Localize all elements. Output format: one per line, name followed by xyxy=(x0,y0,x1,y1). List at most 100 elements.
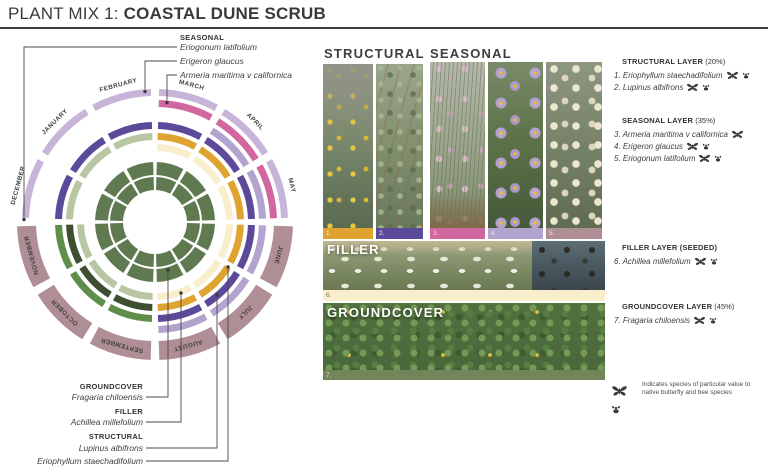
ring-erigeron xyxy=(246,225,266,275)
note-icons xyxy=(611,384,641,420)
connector-eriogonum xyxy=(23,46,177,217)
ring-lupinus xyxy=(203,137,240,174)
butterfly-icon xyxy=(699,155,711,163)
photo-4-number: 4. xyxy=(491,230,497,237)
photo-5 xyxy=(546,62,602,228)
photo-7-number: 7. xyxy=(326,372,332,379)
wheel-segment-january xyxy=(116,183,139,206)
legend-item-label: 7. Fragaria chiloensis xyxy=(614,316,691,325)
ring-eriogonum xyxy=(259,225,293,288)
wheel-segment-november xyxy=(95,223,114,251)
ring-armeria xyxy=(256,164,277,219)
label-armeria: Armeria maritima v californica xyxy=(179,70,292,80)
wheel-segment-september xyxy=(126,263,154,282)
month-arc-april xyxy=(221,108,269,156)
butterfly-icon xyxy=(686,143,698,151)
ring-erigeron xyxy=(158,313,208,333)
legend-group-structural: STRUCTURAL LAYER (20%)1. Eriophyllum sta… xyxy=(614,57,768,94)
ring-lupinus xyxy=(107,122,153,141)
bee-icon xyxy=(742,72,749,79)
ring-eriophyllum xyxy=(112,133,153,150)
legend-item-label: 2. Lupinus albifrons xyxy=(614,83,684,92)
ring-achillea xyxy=(77,224,93,259)
legend-item-7: 7. Fragaria chiloensis xyxy=(614,315,768,327)
wheel-segment-august xyxy=(155,250,177,267)
month-arc-december xyxy=(22,159,44,219)
ring-eriophyllum xyxy=(198,146,231,179)
photo-1-bar: 1. xyxy=(323,228,373,239)
gallery-header-filler: FILLER xyxy=(327,242,380,257)
connector-fragaria xyxy=(146,272,169,398)
connector-armeria xyxy=(166,74,177,100)
legend-item-3: 3. Armeria maritima v californica xyxy=(614,129,768,141)
species-legend: STRUCTURAL LAYER (20%)1. Eriophyllum sta… xyxy=(614,0,768,470)
legend-group-title: FILLER LAYER (SEEDED) xyxy=(622,243,718,252)
wheel-segment-february xyxy=(126,162,154,181)
photo-5-number: 5. xyxy=(549,230,555,237)
photo-7-bar: 7. xyxy=(323,370,605,380)
label-erigeron: Erigeron glaucus xyxy=(180,56,245,66)
wheel-segment-october xyxy=(116,238,139,261)
ring-achillea xyxy=(192,259,222,289)
month-arc-january xyxy=(41,108,89,156)
ring-eriophyllum xyxy=(112,294,153,311)
legend-group-title: SEASONAL LAYER (35%) xyxy=(622,116,716,125)
wheel-segment-november xyxy=(110,222,127,244)
ring-armeria xyxy=(215,118,259,162)
photo-3-bar: 3. xyxy=(430,228,485,239)
connector-erigeron xyxy=(144,60,177,89)
month-arc-march xyxy=(158,89,218,111)
ring-achillea xyxy=(118,284,153,300)
photo-2 xyxy=(376,64,423,228)
ring-eriogonum xyxy=(217,284,273,340)
photo-1 xyxy=(323,64,373,228)
legend-group-seasonal: SEASONAL LAYER (35%) 3. Armeria maritima … xyxy=(614,116,768,165)
photo-6-number: 6. xyxy=(326,292,332,299)
legend-item-2: 2. Lupinus albifrons xyxy=(614,82,768,94)
ring-eriophyllum xyxy=(157,294,198,311)
ring-lupinus xyxy=(203,270,240,307)
ring-eriophyllum xyxy=(198,265,231,298)
wheel-segment-april xyxy=(179,171,206,198)
photo-4 xyxy=(488,62,543,228)
month-arc-february xyxy=(92,89,152,111)
wheel-segment-september xyxy=(133,250,155,267)
wheel-segment-june xyxy=(183,222,200,244)
connector-eriophyllum xyxy=(146,269,229,462)
bee-icon xyxy=(715,155,722,162)
wheel-segment-march xyxy=(155,177,177,194)
ring-eriogonum xyxy=(17,225,51,288)
legend-item-6: 6. Achillea millefolium xyxy=(614,256,768,268)
ring-eriogonum xyxy=(158,326,221,360)
butterfly-icon xyxy=(694,317,706,325)
month-label-may: MAY xyxy=(286,177,297,194)
connector-lines xyxy=(23,46,229,462)
wheel-segment-october xyxy=(104,246,131,273)
month-label-june: JUNE xyxy=(272,245,284,265)
wheel-segment-july xyxy=(171,238,194,261)
photo-6-bar: 6. xyxy=(323,290,605,301)
label-eriophyllum: Eriophyllum staechadifolium xyxy=(37,456,143,466)
ring-achillea xyxy=(217,224,233,259)
ring-eriophyllum xyxy=(157,133,198,150)
ring-lupinus xyxy=(70,137,107,174)
legend-item-4: 4. Erigeron glaucus xyxy=(614,141,768,153)
ring-achillea xyxy=(157,144,192,160)
legend-group-filler: FILLER LAYER (SEEDED) 6. Achillea millefo… xyxy=(614,243,768,268)
ring-erigeron xyxy=(209,276,250,317)
month-label-march: MARCH xyxy=(178,79,205,92)
label-achillea: Achillea millefolium xyxy=(70,417,143,427)
butterfly-icon xyxy=(612,386,627,396)
wheel-segment-march xyxy=(156,162,184,181)
ring-lupinus xyxy=(157,122,203,141)
butterfly-icon xyxy=(687,84,699,92)
legend-item-label: 4. Erigeron glaucus xyxy=(614,142,683,151)
ring-achillea xyxy=(88,259,118,289)
legend-group-groundcover: GROUNDCOVER LAYER (45%)7. Fragaria chilo… xyxy=(614,302,768,327)
filler-heading: FILLER xyxy=(115,407,143,416)
legend-item-label: 5. Eriogonum latifolium xyxy=(614,154,696,163)
ring-eriophyllum xyxy=(227,224,244,265)
connector-lupinus xyxy=(146,297,218,449)
